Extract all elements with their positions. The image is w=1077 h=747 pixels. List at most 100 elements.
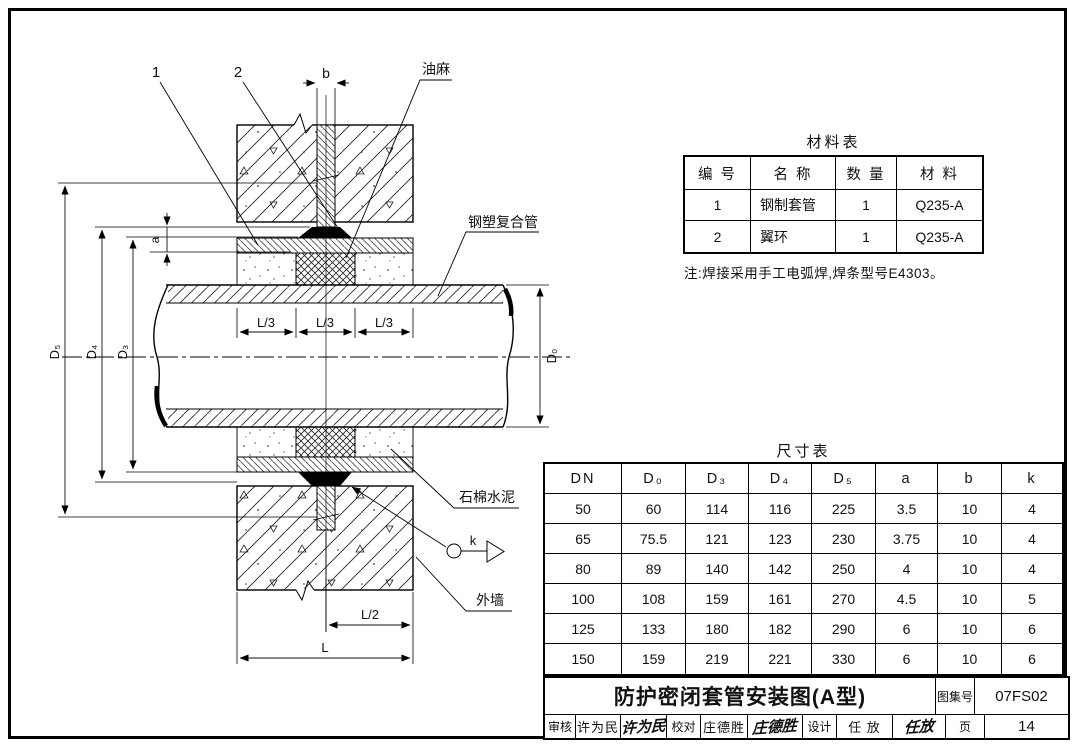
callout-2: 2 <box>234 64 242 81</box>
designer-signature: 任放 <box>893 715 946 738</box>
table-header-cell: 材 料 <box>897 157 982 190</box>
table-header-cell: b <box>938 464 1002 494</box>
table-header-cell: D₀ <box>622 464 686 494</box>
table-cell: 180 <box>686 614 749 644</box>
composite-pipe-leader <box>437 231 539 297</box>
dimension-table-title: 尺寸表 <box>776 443 831 460</box>
table-header-cell: D₃ <box>686 464 749 494</box>
dim-d3-label: D₃ <box>115 345 130 360</box>
table-cell: 翼环 <box>751 221 836 252</box>
table-cell: 108 <box>622 584 686 614</box>
table-cell: 330 <box>812 644 876 674</box>
callout-1-leader <box>159 81 259 246</box>
materials-table-note: 注:焊接采用手工电弧焊,焊条型号E4303。 <box>684 266 945 281</box>
table-header-cell: k <box>1002 464 1062 494</box>
table-cell: 5 <box>1002 584 1062 614</box>
table-cell: 1 <box>836 190 897 221</box>
weld-symbol: k <box>351 486 505 563</box>
table-cell: Q235-A <box>915 228 964 245</box>
callout-1: 1 <box>152 64 160 81</box>
table-cell: 161 <box>749 584 812 614</box>
exterior-wall-label: 外墙 <box>476 592 504 608</box>
asbestos-cement-label: 石棉水泥 <box>459 489 515 505</box>
callout-2-leader <box>242 81 339 229</box>
table-header-cell: a <box>876 464 938 494</box>
page-label: 页 <box>946 715 985 738</box>
table-cell: 114 <box>686 494 749 524</box>
table-header-cell: D₄ <box>749 464 812 494</box>
table-cell: 225 <box>812 494 876 524</box>
atlas-number-value: 07FS02 <box>995 687 1048 705</box>
dim-l3-label-1: L/3 <box>257 315 275 330</box>
designer-name: 任 放 <box>837 715 893 738</box>
pipe-break-right <box>502 284 514 428</box>
table-cell: 75.5 <box>622 524 686 554</box>
table-cell: 10 <box>938 644 1002 674</box>
checker-name: 庄德胜 <box>701 715 748 738</box>
asbestos-cement-leader <box>390 448 519 509</box>
table-header-cell: D₅ <box>812 464 876 494</box>
sleeve-wall-top <box>236 237 414 254</box>
dim-a-label: a <box>148 236 162 243</box>
packing-bottom <box>236 426 414 458</box>
dim-d5-label: D₅ <box>47 345 62 360</box>
sleeve-wall-bottom <box>236 456 414 473</box>
dim-l2-label: L/2 <box>361 607 379 622</box>
table-cell: 4.5 <box>876 584 938 614</box>
table-header-cell: 数 量 <box>836 157 897 190</box>
reviewer-name: 许为民 <box>576 715 621 738</box>
page-number: 14 <box>1018 718 1035 735</box>
table-cell: 100 <box>545 584 622 614</box>
checker-signature: 庄德胜 <box>748 715 803 738</box>
table-cell: 121 <box>686 524 749 554</box>
table-cell: 270 <box>812 584 876 614</box>
table-cell: Q235-A <box>897 190 982 221</box>
checker-label: 校对 <box>667 715 701 738</box>
wall-break-marks <box>293 112 315 602</box>
atlas-number-label: 图集号 <box>936 678 975 714</box>
table-cell: 182 <box>749 614 812 644</box>
packing-top <box>236 252 414 286</box>
reviewer-signature: 许为民 <box>620 715 667 738</box>
table-cell: 6 <box>876 644 938 674</box>
table-cell: 65 <box>545 524 622 554</box>
table-header-cell: 名 称 <box>751 157 836 190</box>
table-cell: 4 <box>1002 494 1062 524</box>
composite-pipe-label: 钢塑复合管 <box>468 214 538 230</box>
pipe-break-left <box>153 284 169 428</box>
reviewer-label: 审核 <box>545 715 576 738</box>
table-cell: 3.5 <box>876 494 938 524</box>
table-cell: 142 <box>749 554 812 584</box>
table-cell: 133 <box>622 614 686 644</box>
table-cell: 4 <box>1002 524 1062 554</box>
weld-size-label: k <box>470 533 477 548</box>
extension-lines <box>58 182 549 664</box>
pipe-wall-top <box>166 284 503 304</box>
pipe-wall-bottom <box>166 408 503 428</box>
oakum-label: 油麻 <box>422 61 450 77</box>
table-cell: 钢制套管 <box>751 190 836 221</box>
title-block: 防护密闭套管安装图(A型) 图集号 07FS02 审核 许为民 许为民 校对 庄… <box>543 676 1070 740</box>
sheet-border <box>8 8 1067 739</box>
table-cell: 10 <box>938 494 1002 524</box>
table-cell: 290 <box>812 614 876 644</box>
table-cell: 6 <box>1002 614 1062 644</box>
table-cell: 89 <box>622 554 686 584</box>
table-cell: 4 <box>1002 554 1062 584</box>
dim-d4-label: D₄ <box>84 345 99 360</box>
table-cell: 6 <box>876 614 938 644</box>
wing-ring-extension-lines <box>316 88 336 125</box>
dim-b-label: b <box>322 65 330 81</box>
table-cell: 250 <box>812 554 876 584</box>
dim-l3-label-2: L/3 <box>316 315 334 330</box>
table-cell: 150 <box>545 644 622 674</box>
table-cell: 140 <box>686 554 749 584</box>
table-cell: 123 <box>749 524 812 554</box>
table-cell: 50 <box>545 494 622 524</box>
dim-l-label: L <box>321 640 328 655</box>
table-cell: 10 <box>938 524 1002 554</box>
